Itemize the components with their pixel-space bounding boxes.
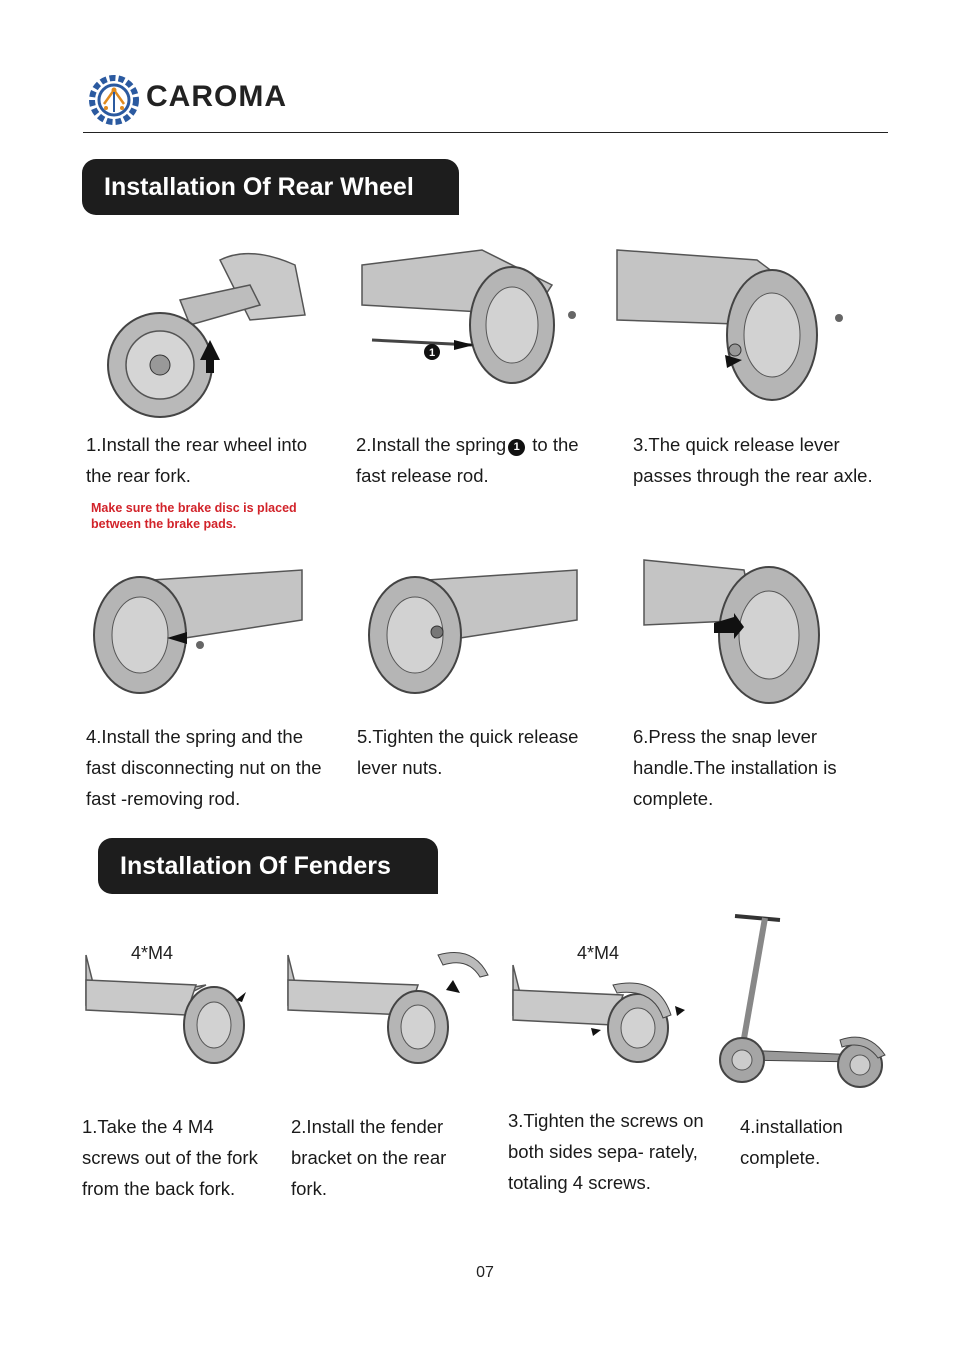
screw-label-b: 4*M4 — [577, 943, 620, 963]
screw-label-a: 4*M4 — [131, 943, 174, 963]
figure-step3-quick-release — [616, 249, 843, 401]
rear-step-3: 3.The quick release lever passes through… — [633, 434, 873, 486]
section-title-rear-wheel: Installation Of Rear Wheel — [82, 159, 459, 215]
header-divider — [83, 132, 888, 133]
section-title-text: Installation Of Rear Wheel — [104, 172, 414, 201]
fender-step-1: 1.Take the 4 M4 screws out of the fork f… — [82, 1116, 258, 1199]
figure-step2-spring: 1 — [361, 249, 576, 384]
figure-step6-snap-lever — [643, 559, 820, 704]
fender-step-4: 4.installation complete. — [740, 1116, 843, 1168]
section-title-text: Installation Of Fenders — [120, 851, 391, 880]
fender-step-2: 2.Install the fender bracket on the rear… — [291, 1116, 447, 1199]
rear-step-1: 1.Install the rear wheel into the rear f… — [86, 434, 308, 486]
figure-step5-tighten — [368, 569, 578, 694]
figure-step1-rear-wheel — [107, 252, 306, 418]
figure-fender-2 — [287, 952, 489, 1064]
brand-name: CAROMA — [146, 80, 287, 113]
section-title-fenders: Installation Of Fenders — [98, 838, 438, 894]
fender-step-3: 3.Tighten the screws on both sides sepa-… — [508, 1110, 704, 1193]
rear-step-2-text-b: to the fast release rod. — [356, 434, 579, 486]
callout-badge: 1 — [429, 347, 435, 359]
gear-circuit-logo-icon — [89, 75, 139, 125]
spring-badge: 1 — [508, 439, 526, 456]
figure-step4-nut — [93, 569, 303, 694]
brake-note: Make sure the brake disc is placed betwe… — [91, 501, 297, 531]
rear-step-4: 4.Install the spring and the fast discon… — [86, 726, 322, 809]
rear-step-2-text-a: 2.Install the spring — [356, 434, 507, 455]
page-number: 07 — [476, 1264, 494, 1281]
figure-fender-3 — [512, 964, 685, 1063]
rear-step-6: 6.Press the snap lever handle.The instal… — [633, 726, 837, 809]
figure-fender-4-scooter — [719, 914, 886, 1088]
figure-fender-1 — [85, 954, 246, 1064]
rear-step-5: 5.Tighten the quick release lever nuts. — [357, 726, 579, 778]
